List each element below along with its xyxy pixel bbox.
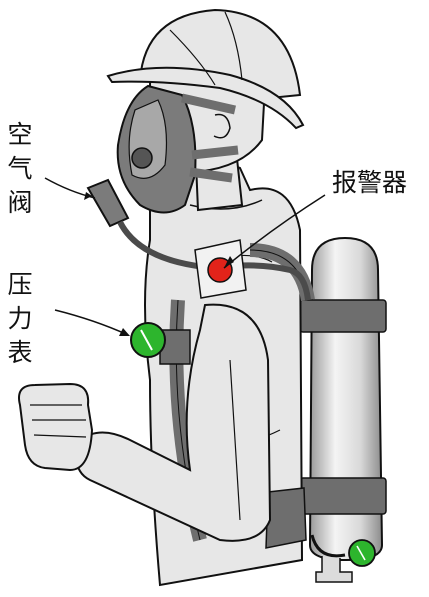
label-alarm: 报警器	[332, 168, 408, 197]
label-air-valve: 空气阀	[7, 120, 33, 217]
air-valve-arrow	[44, 177, 96, 199]
face-mask	[116, 84, 239, 214]
label-pressure-gauge: 压力表	[7, 270, 33, 367]
alarm-unit	[194, 239, 247, 299]
ear	[213, 113, 231, 139]
pressure-gauge-arrow	[54, 309, 129, 336]
helmet	[106, 8, 305, 130]
air-cylinder	[299, 236, 387, 583]
pressure-gauge-arrowhead	[119, 328, 130, 336]
air-valve-arrowhead	[84, 192, 92, 200]
alarm-arrowhead	[224, 256, 234, 268]
leader-arrows	[44, 177, 326, 336]
alarm-arrow	[223, 194, 326, 269]
cylinder-gauge	[310, 534, 376, 567]
pressure-gauge	[130, 322, 166, 358]
hand	[18, 382, 94, 472]
